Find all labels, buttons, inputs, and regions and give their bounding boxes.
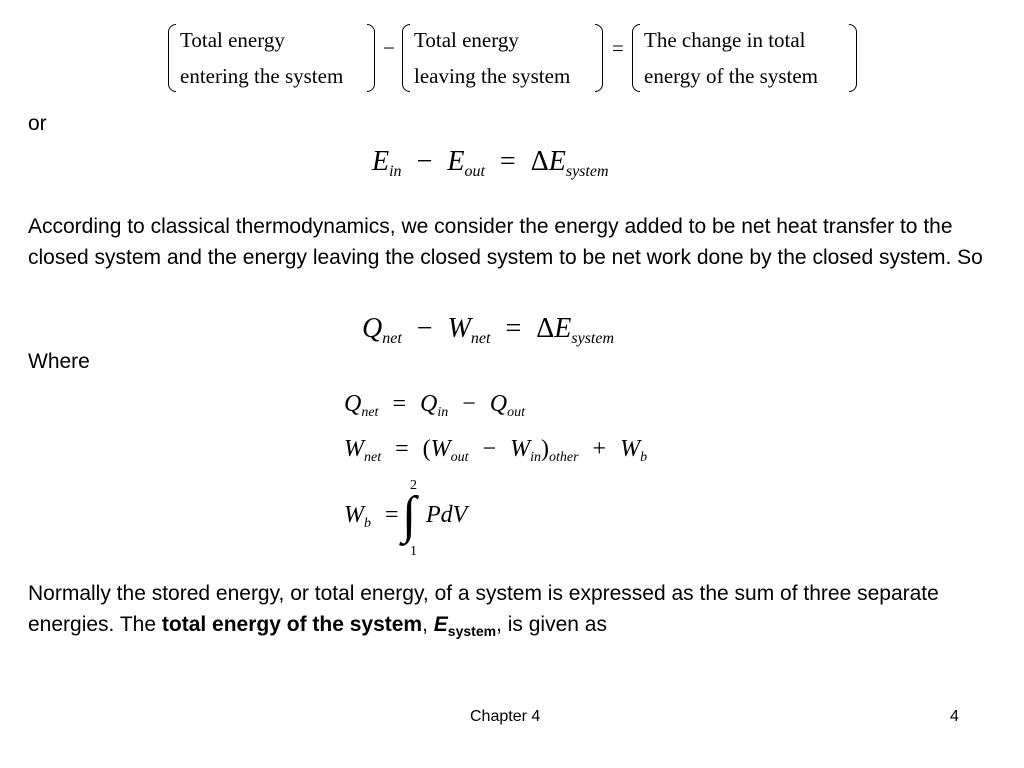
equals-sign: =: [392, 391, 406, 417]
equals-sign: =: [505, 313, 522, 344]
symbol: Q: [420, 391, 438, 417]
delta-symbol: Δ: [530, 146, 549, 177]
integral-lower-limit: 1: [410, 544, 417, 559]
left-paren: [402, 24, 410, 92]
or-label: or: [28, 112, 47, 135]
paragraph-tail: , is given as: [496, 613, 607, 636]
equals-sign: =: [499, 146, 516, 177]
right-paren: [367, 24, 375, 92]
equals-sign: =: [612, 36, 624, 60]
symbol: Q: [362, 313, 383, 344]
symbol: W: [430, 436, 451, 462]
boundary-work-equation: Wb = 2 ∫ 1 PdV: [344, 478, 544, 563]
subscript: in: [389, 163, 402, 180]
symbol: E: [372, 146, 390, 177]
closed-system-energy-equation: Qnet − Wnet = ΔEsystem: [362, 313, 615, 347]
symbol: Q: [489, 391, 508, 417]
subscript: in: [437, 405, 449, 420]
equals-sign: =: [395, 436, 409, 462]
left-paren: [168, 24, 176, 92]
symbol: W: [620, 436, 641, 462]
symbol: W: [344, 436, 364, 462]
symbol: E: [548, 146, 566, 177]
subscript: out: [450, 450, 469, 465]
minus-sign: −: [416, 313, 433, 344]
integrand: PdV: [426, 502, 467, 529]
bold-term: total energy of the system: [161, 613, 423, 636]
subscript: out: [507, 405, 526, 420]
symbol: W: [510, 436, 531, 462]
subscript: net: [364, 450, 382, 465]
energy-balance-equation: Ein − Eout = ΔEsystem: [372, 146, 609, 180]
symbol: E: [433, 613, 448, 636]
subscript: out: [464, 163, 485, 180]
minus-sign: −: [383, 36, 395, 60]
delta-symbol: Δ: [536, 313, 555, 344]
boundary-work-lhs: Wb =: [344, 502, 407, 531]
subscript: net: [470, 330, 491, 347]
subscript: net: [382, 330, 402, 347]
integral-upper-limit: 2: [410, 478, 417, 493]
word-term-energy-out: Total energy leaving the system: [402, 22, 604, 94]
word-term-line2: energy of the system: [644, 64, 818, 88]
subscript: system: [571, 330, 615, 347]
open-paren: (: [422, 436, 431, 462]
word-term-energy-in: Total energy entering the system: [168, 22, 376, 94]
paragraph-text: Normally the stored energy, or total ene…: [28, 582, 939, 636]
subscript: b: [640, 450, 648, 465]
paragraph-closed-system: According to classical thermodynamics, w…: [28, 215, 983, 269]
comma: ,: [422, 613, 434, 636]
symbol: W: [447, 313, 471, 344]
equals-sign: =: [385, 502, 399, 528]
minus-sign: −: [416, 146, 433, 177]
subscript: other: [548, 450, 579, 465]
right-paren: [849, 24, 857, 92]
word-equation: Total energy entering the system − Total…: [168, 22, 868, 94]
subscript: b: [364, 516, 371, 531]
integral-sign: ∫: [402, 487, 417, 544]
word-term-energy-change: The change in total energy of the system: [632, 22, 858, 94]
subscript: net: [361, 405, 379, 420]
page-number: 4: [950, 708, 959, 725]
symbol: E: [447, 146, 465, 177]
close-paren: ): [540, 436, 549, 462]
subscript: system: [565, 163, 609, 180]
subscript: in: [530, 450, 541, 465]
minus-sign: −: [482, 436, 497, 462]
footer-chapter: Chapter 4: [470, 708, 541, 725]
net-work-equation: Wnet = (Wout − Win)other + Wb: [344, 436, 648, 465]
plus-sign: +: [592, 436, 607, 462]
minus-sign: −: [462, 391, 476, 417]
paragraph-total-energy: Normally the stored energy, or total ene…: [28, 578, 996, 647]
net-heat-equation: Qnet = Qin − Qout: [344, 391, 526, 420]
symbol: Q: [344, 391, 362, 417]
left-paren: [632, 24, 640, 92]
where-label: Where: [28, 350, 90, 373]
word-term-line2: entering the system: [180, 64, 344, 88]
integrand-text: PdV: [426, 502, 468, 528]
symbol: E: [554, 313, 572, 344]
word-term-line1: The change in total: [644, 28, 806, 52]
word-term-line1: Total energy: [180, 28, 285, 52]
word-term-line2: leaving the system: [414, 64, 571, 88]
symbol: W: [344, 502, 364, 528]
subscript: system: [447, 623, 497, 640]
word-term-line1: Total energy: [414, 28, 519, 52]
right-paren: [595, 24, 603, 92]
